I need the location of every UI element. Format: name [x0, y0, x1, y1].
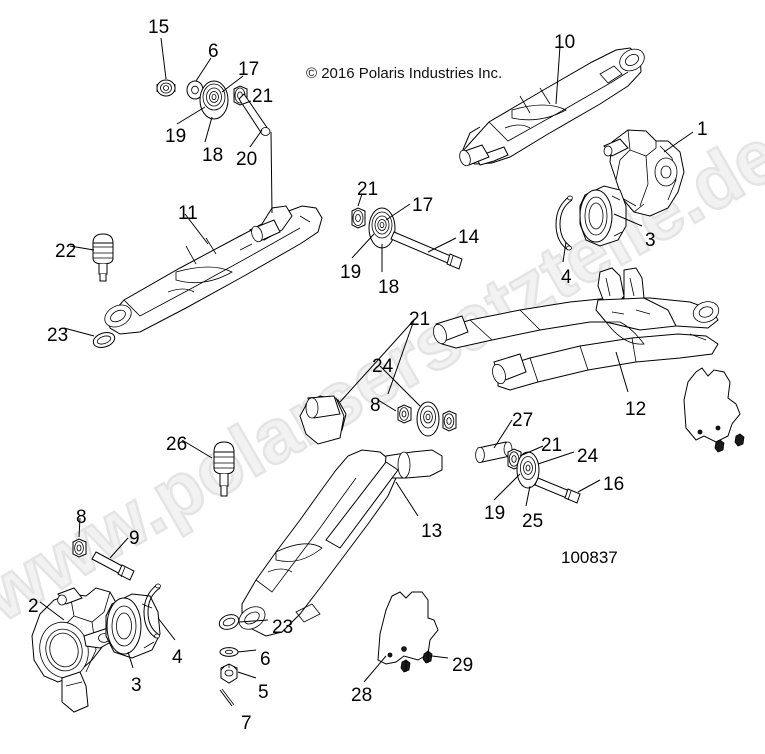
callout-12-control-arm-lower-right[interactable]: 12 [625, 399, 647, 420]
spacer-nut-21-middle [352, 208, 365, 228]
hex-bolt-9 [92, 552, 134, 580]
control-arm-12 [431, 268, 721, 390]
long-pivot-bolt-14 [391, 232, 462, 269]
callout-8-flange-nut[interactable]: 8 [370, 395, 381, 416]
flange-nut-8-lower [73, 539, 86, 557]
callout-29-push-rivet[interactable]: 29 [452, 655, 474, 676]
washer-6-bottom [220, 648, 238, 657]
control-arm-13 [235, 396, 442, 636]
callout-4-snap-ring[interactable]: 4 [561, 267, 572, 288]
callout-27-bushing-tube[interactable]: 27 [512, 410, 534, 431]
bushing-tube-10-left [458, 145, 489, 167]
hex-bolt-16 [535, 478, 580, 503]
mud-shield-28 [378, 592, 438, 664]
callout-19-bushing-sleeve[interactable]: 19 [340, 262, 362, 283]
bushing-tube-13-upper [306, 396, 340, 418]
ball-joint-26 [214, 442, 234, 496]
thrust-washer-24-upper [417, 402, 439, 436]
retaining-ring-23-left [91, 330, 116, 350]
callout-13-control-arm-lower-left[interactable]: 13 [421, 521, 443, 542]
callout-21-spacer-nut[interactable]: 21 [357, 179, 379, 200]
callout-17-pivot-bushing[interactable]: 17 [412, 195, 434, 216]
pivot-bushing-assembly-top [200, 81, 228, 119]
callout-23-retaining-ring[interactable]: 23 [47, 325, 69, 346]
spacer-nut-21-13 [443, 411, 456, 431]
flange-nut-15 [157, 80, 175, 96]
copyright-notice: © 2016 Polaris Industries Inc. [306, 65, 503, 82]
push-rivets-29 [401, 651, 432, 672]
ball-joint-22 [93, 234, 113, 281]
control-arm-11 [101, 206, 322, 334]
pivot-bushing-assembly-middle [369, 208, 395, 248]
callout-24-thrust-washer[interactable]: 24 [577, 446, 599, 467]
callout-25-bushing-flange[interactable]: 25 [522, 511, 544, 532]
hardware-cluster-middle [352, 208, 462, 269]
arm-eye-11 [101, 301, 135, 332]
callout-19-bushing-sleeve[interactable]: 19 [484, 503, 506, 524]
callout-3-wheel-bearing[interactable]: 3 [131, 675, 142, 696]
callout-23-retaining-ring[interactable]: 23 [272, 617, 294, 638]
callout-21-spacer-nut[interactable]: 21 [541, 435, 563, 456]
callout-14-long-pivot-bolt[interactable]: 14 [458, 227, 480, 248]
washer-6-top [187, 81, 203, 99]
wheel-bearing-3-left [106, 594, 160, 658]
hardware-cluster-right-lower [476, 442, 580, 503]
callout-5-castle-nut[interactable]: 5 [258, 682, 269, 703]
hardware-cluster-13-pivot [398, 402, 456, 436]
thrust-washer-24-right [517, 452, 539, 488]
callout-18-bushing-flange[interactable]: 18 [378, 277, 400, 298]
arm-eye-12 [691, 298, 722, 325]
wheel-bearing-3-right [580, 186, 626, 246]
retaining-ring-23-bottom [217, 612, 241, 632]
callout-9-hex-bolt[interactable]: 9 [129, 528, 140, 549]
leader-lines [40, 38, 693, 682]
bushing-tube-11-rear [250, 220, 280, 243]
callout-1-steering-knuckle-right[interactable]: 1 [697, 119, 708, 140]
callout-28-mud-shield[interactable]: 28 [351, 685, 373, 706]
callout-24-thrust-washer[interactable]: 24 [372, 356, 394, 377]
cotter-pin-7 [220, 689, 234, 706]
arm-eye-10 [616, 45, 649, 75]
bushing-tube-12-lower-left [490, 354, 526, 385]
callout-21-spacer-nut[interactable]: 21 [409, 309, 431, 330]
callout-7-cotter-pin[interactable]: 7 [241, 713, 252, 734]
snap-ring-4-left [144, 584, 160, 638]
callout-26-ball-joint-lower[interactable]: 26 [166, 434, 188, 455]
mud-shield-right [684, 368, 744, 452]
castle-nut-5 [221, 664, 237, 683]
callout-20-pivot-bolt[interactable]: 20 [236, 149, 258, 170]
arm-eye-13 [235, 602, 269, 634]
bushing-tube-12-left [431, 316, 468, 345]
callout-19-bushing-sleeve[interactable]: 19 [165, 126, 187, 147]
callout-4-snap-ring[interactable]: 4 [172, 647, 183, 668]
callout-3-wheel-bearing[interactable]: 3 [645, 230, 656, 251]
diagram-number: 100837 [561, 548, 618, 567]
snap-ring-4-right [556, 196, 572, 250]
bushing-tube-27 [476, 442, 512, 463]
hardware-cluster-top-left [157, 80, 270, 136]
callout-6-washer[interactable]: 6 [260, 649, 271, 670]
hardware-bottom-stack [217, 612, 241, 706]
flange-nut-8-upper [398, 405, 411, 423]
steering-knuckle-2 [32, 588, 118, 712]
callout-17-pivot-bushing[interactable]: 17 [238, 59, 260, 80]
callout-8-flange-nut[interactable]: 8 [76, 507, 87, 528]
callout-10-control-arm-upper-right[interactable]: 10 [554, 32, 576, 53]
hardware-8-9 [73, 539, 134, 580]
callout-22-ball-joint-upper[interactable]: 22 [55, 241, 77, 262]
callout-6-washer[interactable]: 6 [208, 41, 219, 62]
callout-11-control-arm-upper-left[interactable]: 11 [178, 203, 198, 224]
callout-2-steering-knuckle-left[interactable]: 2 [28, 596, 39, 617]
callout-18-bushing-flange[interactable]: 18 [202, 145, 224, 166]
callout-16-hex-bolt[interactable]: 16 [603, 474, 625, 495]
control-arm-10 [458, 45, 648, 167]
pivot-bolt-20 [239, 94, 270, 136]
callout-15-flange-nut[interactable]: 15 [148, 17, 170, 38]
callout-21-spacer-nut[interactable]: 21 [252, 86, 274, 107]
